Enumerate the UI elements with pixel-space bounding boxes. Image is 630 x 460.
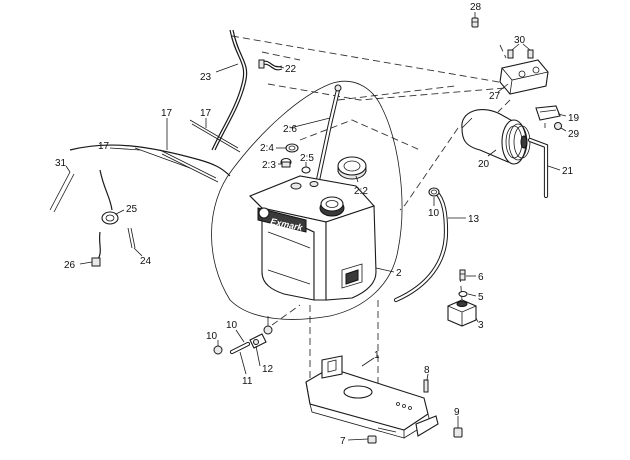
callout-24: 24 — [140, 256, 152, 267]
clamp-10-lower-left — [213, 345, 223, 355]
callout-30: 30 — [514, 35, 526, 46]
callout-6: 6 — [478, 272, 484, 283]
callout-12: 12 — [262, 364, 274, 375]
callout-23: 23 — [200, 72, 212, 83]
callout-19: 19 — [568, 113, 580, 124]
callout-1: 1 — [374, 350, 380, 361]
clamp-10-lower-right — [263, 325, 273, 335]
fuel-line-13 — [393, 189, 449, 303]
connector-22 — [258, 59, 283, 71]
callout-labels: 28 30 22 23 27 19 29 17 17 17 2:6 2:4 2:… — [55, 2, 580, 447]
guide-lines — [231, 35, 546, 395]
callout-10-top: 10 — [428, 208, 440, 219]
bracket-27 — [499, 59, 549, 95]
canister-20 — [461, 109, 531, 165]
leader-lines — [65, 12, 567, 441]
callout-2-3: 2:3 — [262, 160, 276, 171]
callout-26: 26 — [64, 260, 76, 271]
callout-2-5: 2:5 — [300, 153, 314, 164]
cable-ties-17 — [134, 119, 241, 183]
callout-2-2: 2:2 — [354, 186, 368, 197]
fuel-tank-2: Exmark — [249, 175, 377, 301]
callout-29: 29 — [568, 129, 580, 140]
callout-10-lower-mid: 10 — [226, 320, 238, 331]
callout-11: 11 — [242, 376, 253, 387]
hose-11 — [229, 341, 251, 355]
bolt-8 — [423, 379, 429, 393]
callout-28: 28 — [470, 2, 482, 13]
fitting-2-3 — [280, 157, 292, 168]
callout-22: 22 — [285, 64, 297, 75]
clamp-25 — [101, 211, 119, 225]
callout-7: 7 — [340, 436, 346, 447]
cable-23 — [211, 29, 248, 151]
callout-2: 2 — [396, 268, 402, 279]
callout-17a: 17 — [161, 108, 173, 119]
callout-10-lower-left: 10 — [206, 331, 218, 342]
fitting-2-5 — [301, 166, 311, 174]
callout-3: 3 — [478, 320, 484, 331]
valve-3 — [447, 299, 477, 327]
harness-31 — [49, 144, 231, 213]
callout-2-6: 2:6 — [283, 124, 297, 135]
callout-9: 9 — [454, 407, 460, 418]
screw-30-left — [507, 49, 514, 59]
fuel-cap-2-2 — [337, 156, 367, 180]
callout-17c: 17 — [98, 141, 110, 152]
screw-28 — [471, 17, 479, 28]
clip-19 — [535, 105, 561, 121]
callout-17b: 17 — [200, 108, 212, 119]
grommet-2-4 — [285, 143, 299, 153]
screw-30-right — [527, 49, 534, 59]
callout-21: 21 — [562, 166, 574, 177]
screw-6 — [459, 269, 466, 281]
vent-hose-2-6 — [315, 84, 342, 183]
callout-20: 20 — [478, 159, 490, 170]
callout-2-4: 2:4 — [260, 143, 274, 154]
callout-27: 27 — [489, 91, 501, 102]
connector-26 — [91, 231, 101, 267]
callout-5: 5 — [478, 292, 484, 303]
fitting-12 — [249, 333, 267, 349]
callout-25: 25 — [126, 204, 138, 215]
callout-8: 8 — [424, 365, 430, 376]
mount-plate-1 — [305, 355, 439, 439]
pin-24 — [127, 227, 136, 249]
clamp-10-top — [428, 187, 440, 197]
callout-13: 13 — [468, 214, 480, 225]
hose-21 — [527, 137, 549, 199]
callout-31: 31 — [55, 158, 67, 169]
washer-5 — [458, 290, 468, 298]
nut-7 — [367, 435, 377, 444]
nut-9 — [453, 427, 463, 438]
tank-assembly-boundary — [211, 80, 403, 320]
screw-29 — [554, 122, 562, 130]
